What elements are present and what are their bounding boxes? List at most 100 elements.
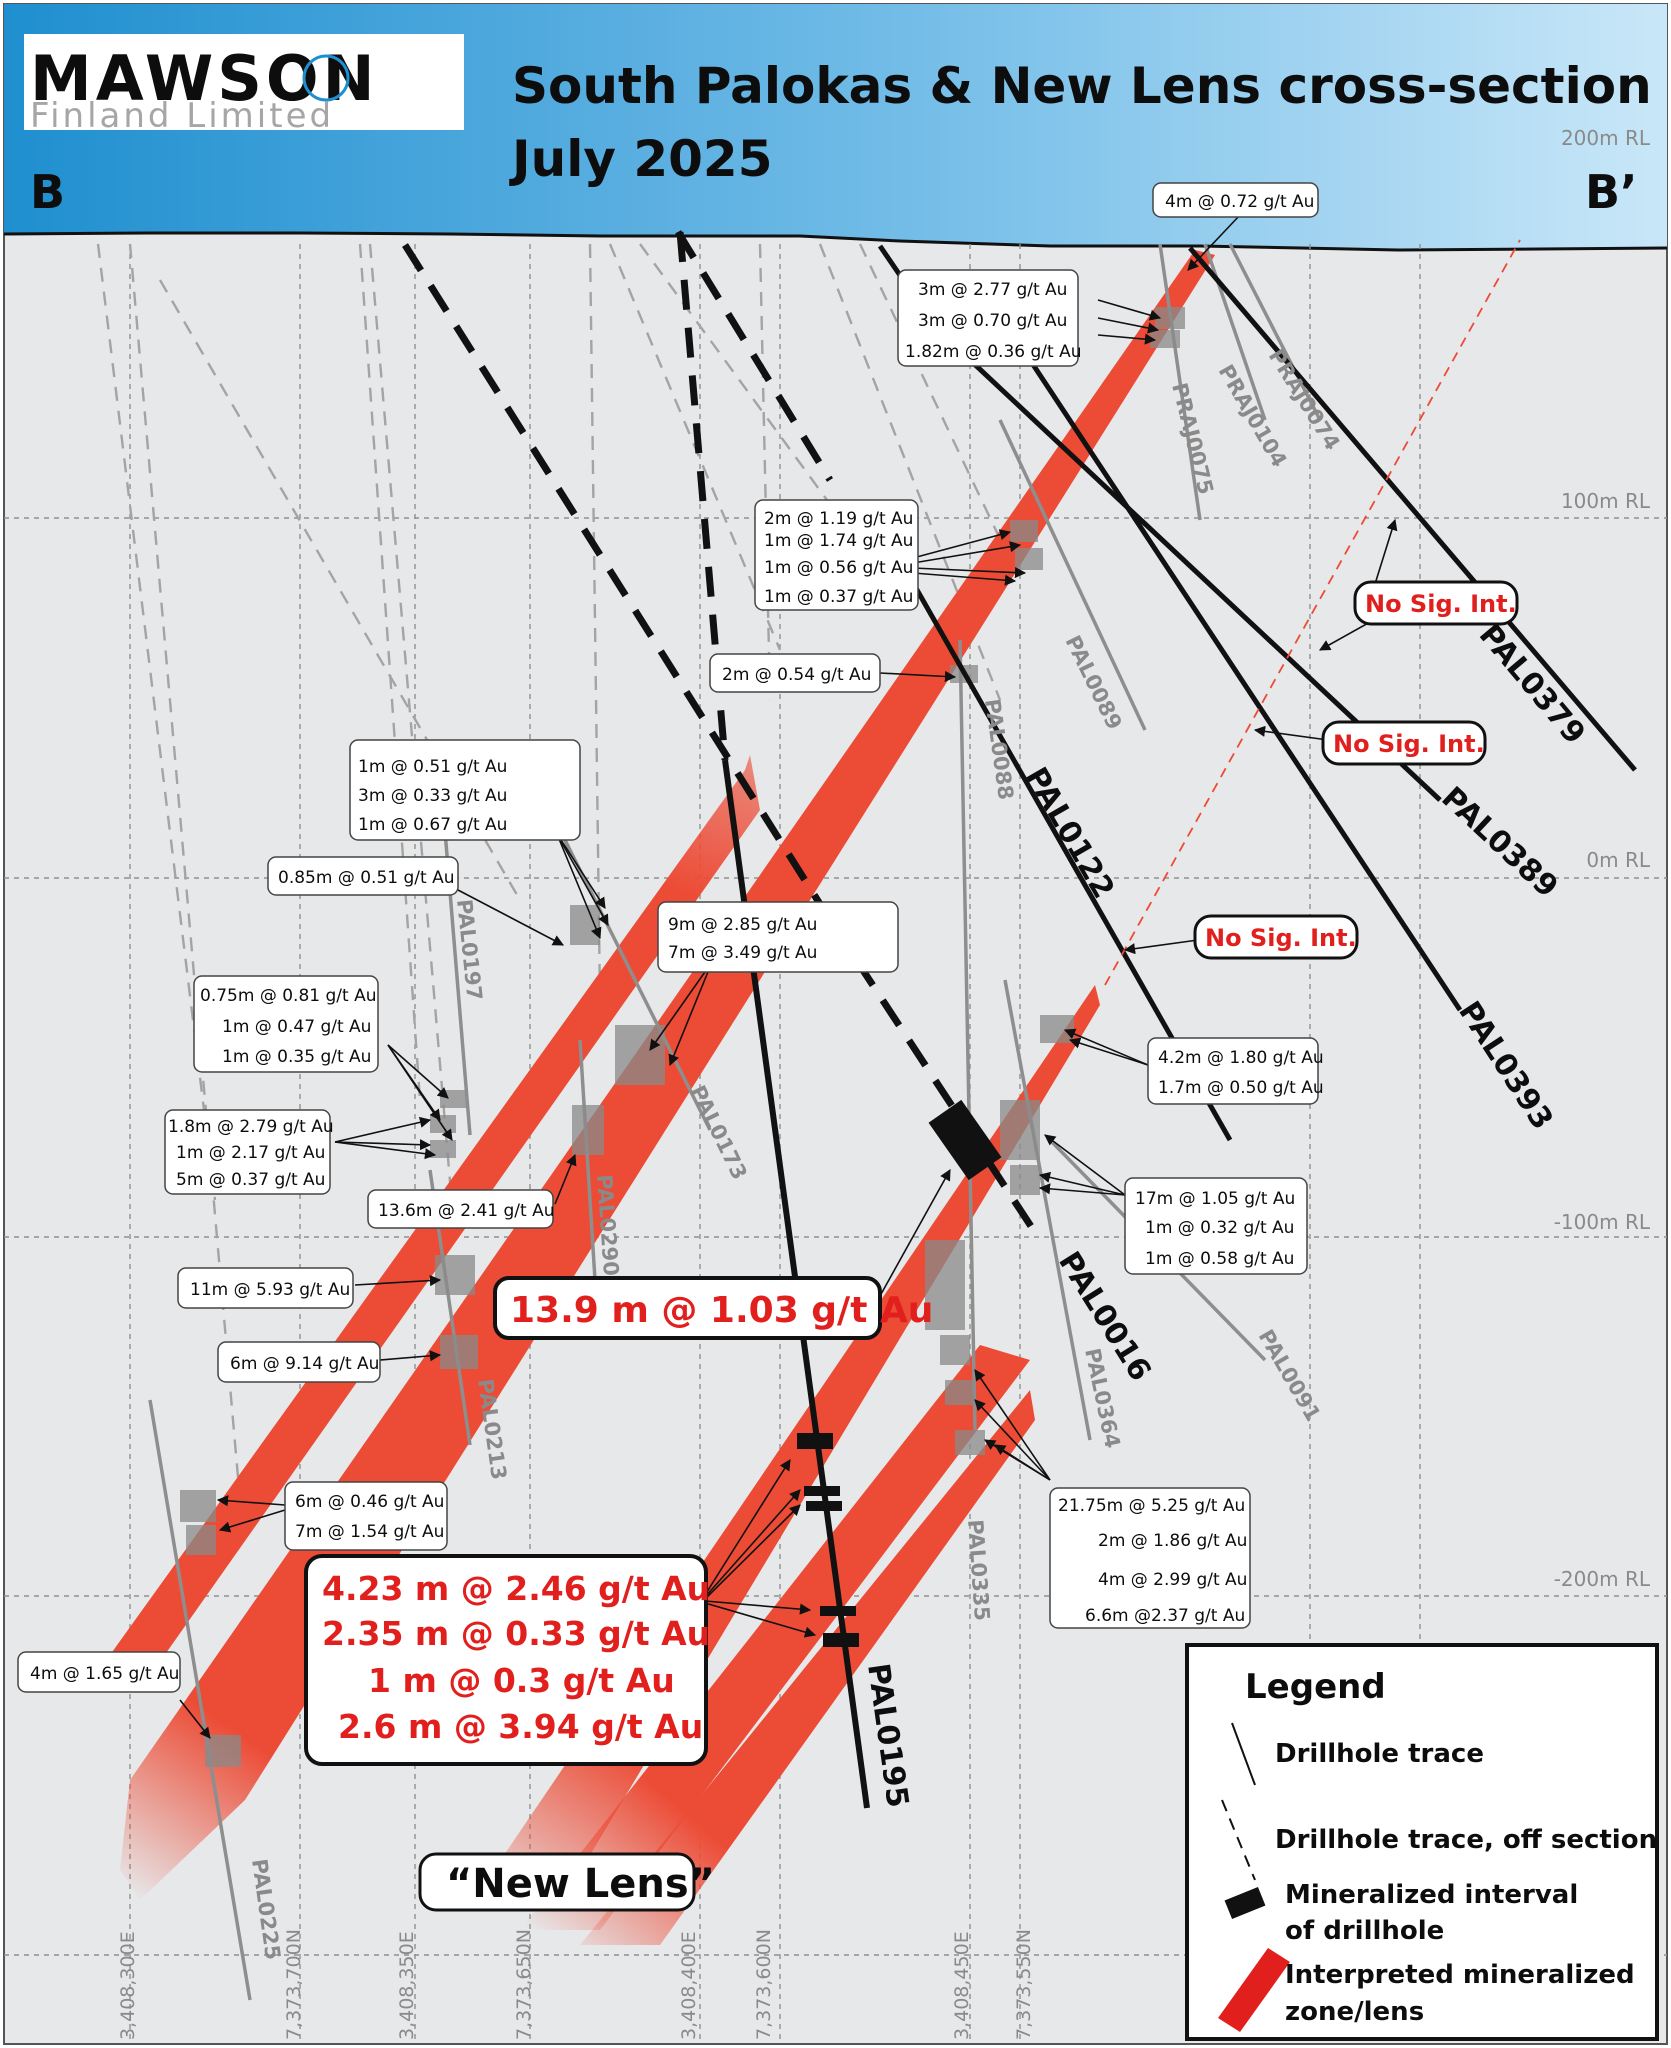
section-end-b: B — [30, 165, 65, 219]
svg-text:3m @ 0.70 g/t Au: 3m @ 0.70 g/t Au — [918, 311, 1067, 331]
callout-pal0173-intervals: 9m @ 2.85 g/t Au 7m @ 3.49 g/t Au — [657, 901, 899, 973]
svg-text:21.75m @ 5.25 g/t Au: 21.75m @ 5.25 g/t Au — [1058, 1496, 1245, 1516]
svg-text:17m @ 1.05 g/t Au: 17m @ 1.05 g/t Au — [1135, 1189, 1295, 1209]
grid-label-7373700n: 7,373,700N — [283, 1929, 305, 2040]
svg-text:1m @ 0.51 g/t Au: 1m @ 0.51 g/t Au — [358, 757, 507, 777]
highlight-callout-pal0195: 4.23 m @ 2.46 g/t Au 2.35 m @ 0.33 g/t A… — [304, 1554, 710, 1766]
new-lens-label: “New Lens” — [418, 1852, 715, 1912]
svg-text:4.23 m @ 2.46 g/t Au: 4.23 m @ 2.46 g/t Au — [322, 1569, 710, 1608]
black-intervals — [797, 1099, 1002, 1647]
grid-label-7373600n: 7,373,600N — [753, 1929, 775, 2040]
title-line2: July 2025 — [509, 130, 773, 188]
svg-text:No Sig. Int.: No Sig. Int. — [1205, 924, 1357, 952]
svg-text:0.75m @ 0.81 g/t Au: 0.75m @ 0.81 g/t Au — [200, 986, 376, 1006]
svg-text:1m @ 0.35 g/t Au: 1m @ 0.35 g/t Au — [222, 1047, 371, 1067]
callout-pal0016-lower: 17m @ 1.05 g/t Au 1m @ 0.32 g/t Au 1m @ … — [1124, 1177, 1308, 1275]
svg-text:6m @ 9.14 g/t Au: 6m @ 9.14 g/t Au — [230, 1354, 379, 1374]
svg-text:1m @ 2.17 g/t Au: 1m @ 2.17 g/t Au — [176, 1143, 325, 1163]
legend-title: Legend — [1245, 1667, 1386, 1707]
rl-label-0: 0m RL — [1586, 848, 1650, 872]
callout-4m-165: 4m @ 1.65 g/t Au — [17, 1651, 181, 1693]
grid-label-3408400e: 3,408,400E — [678, 1931, 700, 2040]
svg-text:No Sig. Int.: No Sig. Int. — [1365, 590, 1517, 618]
grey-intervals — [180, 307, 1185, 1767]
grid-label-3408450e: 3,408,450E — [951, 1931, 973, 2040]
rl-label-minus-100: -100m RL — [1554, 1210, 1651, 1234]
callout-2m-054: 2m @ 0.54 g/t Au — [709, 653, 881, 693]
logo-main-text: MAWSON — [30, 42, 379, 115]
callout-136m-241: 13.6m @ 2.41 g/t Au — [367, 1189, 554, 1229]
svg-text:2m @ 1.19 g/t Au: 2m @ 1.19 g/t Au — [764, 509, 913, 529]
svg-text:“New Lens”: “New Lens” — [446, 1861, 715, 1907]
svg-text:1m @ 0.32 g/t Au: 1m @ 0.32 g/t Au — [1145, 1218, 1294, 1238]
grid-label-7373650n: 7,373,650N — [513, 1929, 535, 2040]
svg-text:7m @ 3.49 g/t Au: 7m @ 3.49 g/t Au — [668, 943, 817, 963]
svg-text:1.82m @ 0.36 g/t Au: 1.82m @ 0.36 g/t Au — [905, 342, 1081, 362]
svg-text:5m @ 0.37 g/t Au: 5m @ 0.37 g/t Au — [176, 1170, 325, 1190]
leader-arrows — [179, 214, 1398, 1739]
svg-text:13.6m @ 2.41 g/t Au: 13.6m @ 2.41 g/t Au — [378, 1201, 554, 1221]
logo-background — [24, 34, 464, 130]
legend-item-drillhole-off-section: Drillhole trace, off section — [1275, 1825, 1657, 1855]
callout-pal0197-upper: 1m @ 0.51 g/t Au 3m @ 0.33 g/t Au 1m @ 0… — [349, 739, 581, 841]
callout-praj-intervals: 3m @ 2.77 g/t Au 3m @ 0.70 g/t Au 1.82m … — [897, 269, 1081, 367]
logo-compass-icon — [302, 54, 350, 102]
callout-6m-914: 6m @ 9.14 g/t Au — [217, 1341, 381, 1383]
highlight-callout-pal0016: 13.9 m @ 1.03 g/t Au — [493, 1276, 933, 1340]
svg-text:0.85m @ 0.51 g/t Au: 0.85m @ 0.51 g/t Au — [278, 868, 454, 888]
topographic-surface — [3, 231, 1668, 252]
zone-lower-2 — [520, 1345, 1030, 1930]
svg-text:4m @ 0.72 g/t Au: 4m @ 0.72 g/t Au — [1165, 192, 1314, 212]
rl-label-minus-200: -200m RL — [1554, 1567, 1651, 1591]
legend: Legend Drillhole trace Drillhole trace, … — [1185, 1643, 1659, 2041]
svg-text:7m @ 1.54 g/t Au: 7m @ 1.54 g/t Au — [295, 1522, 444, 1542]
no-sig-int-pal0389: No Sig. Int. — [1321, 720, 1487, 766]
svg-text:1m @ 1.74 g/t Au: 1m @ 1.74 g/t Au — [764, 531, 913, 551]
svg-text:1m @ 0.37 g/t Au: 1m @ 0.37 g/t Au — [764, 587, 913, 607]
grid-label-3408350e: 3,408,350E — [396, 1931, 418, 2040]
svg-text:3m @ 2.77 g/t Au: 3m @ 2.77 g/t Au — [918, 280, 1067, 300]
svg-text:4m @ 1.65 g/t Au: 4m @ 1.65 g/t Au — [30, 1664, 179, 1684]
rl-labels: 200m RL 100m RL 0m RL -100m RL -200m RL — [1554, 126, 1651, 1591]
legend-item-interpreted-zone: Interpreted mineralized — [1285, 1960, 1635, 1990]
svg-text:1 m @ 0.3 g/t Au: 1 m @ 0.3 g/t Au — [368, 1661, 675, 1700]
grid-label-7373550n: 7,373,550N — [1013, 1929, 1035, 2040]
title-line1: South Palokas & New Lens cross-section — [512, 57, 1652, 115]
callout-pal0089-intervals: 2m @ 1.19 g/t Au 1m @ 1.74 g/t Au 1m @ 0… — [754, 499, 919, 611]
callout-pal0225-upper: 6m @ 0.46 g/t Au 7m @ 1.54 g/t Au — [284, 1481, 448, 1551]
legend-zone-icon — [1218, 1948, 1290, 2032]
callout-pal0197-lower: 0.75m @ 0.81 g/t Au 1m @ 0.47 g/t Au 1m … — [193, 975, 379, 1073]
svg-text:11m @ 5.93 g/t Au: 11m @ 5.93 g/t Au — [190, 1280, 350, 1300]
svg-text:1m @ 0.47 g/t Au: 1m @ 0.47 g/t Au — [222, 1017, 371, 1037]
svg-text:1m @ 0.56 g/t Au: 1m @ 0.56 g/t Au — [764, 558, 913, 578]
svg-text:6.6m @2.37 g/t Au: 6.6m @2.37 g/t Au — [1085, 1606, 1245, 1626]
svg-text:13.9 m @ 1.03 g/t Au: 13.9 m @ 1.03 g/t Au — [510, 1290, 933, 1331]
svg-text:2m @ 1.86 g/t Au: 2m @ 1.86 g/t Au — [1098, 1531, 1247, 1551]
callout-4m-072: 4m @ 0.72 g/t Au — [1152, 182, 1319, 218]
svg-text:9m @ 2.85 g/t Au: 9m @ 2.85 g/t Au — [668, 915, 817, 935]
svg-text:2m @ 0.54 g/t Au: 2m @ 0.54 g/t Au — [722, 665, 871, 685]
section-end-b-prime: B’ — [1585, 165, 1638, 219]
svg-text:2.6 m @ 3.94 g/t Au: 2.6 m @ 3.94 g/t Au — [338, 1707, 703, 1746]
callout-085m-051: 0.85m @ 0.51 g/t Au — [267, 856, 459, 896]
svg-text:1m @ 0.58 g/t Au: 1m @ 0.58 g/t Au — [1145, 1249, 1294, 1269]
legend-interval-icon — [1224, 1886, 1266, 1920]
callout-pal0016-upper: 4.2m @ 1.80 g/t Au 1.7m @ 0.50 g/t Au — [1147, 1037, 1324, 1105]
interpreted-zone-extension — [1104, 239, 1521, 986]
intercept-callouts: 4m @ 0.72 g/t Au 3m @ 2.77 g/t Au 3m @ 0… — [17, 182, 1324, 1693]
legend-item-zone-lens: zone/lens — [1285, 1997, 1424, 2027]
svg-text:1.8m @ 2.79 g/t Au: 1.8m @ 2.79 g/t Au — [168, 1117, 334, 1137]
grid-label-3408300e: 3,408,300E — [117, 1931, 139, 2040]
no-significant-intercepts: No Sig. Int. No Sig. Int. No Sig. Int. — [1193, 580, 1519, 960]
no-sig-int-pal0393: No Sig. Int. — [1193, 914, 1359, 960]
rl-label-200: 200m RL — [1561, 126, 1651, 150]
legend-dashed-trace-icon — [1221, 1799, 1256, 1881]
zone-lower-3 — [580, 1390, 1035, 1945]
legend-solid-trace-icon — [1231, 1722, 1256, 1786]
callout-pal0213-upper: 1.8m @ 2.79 g/t Au 1m @ 2.17 g/t Au 5m @… — [164, 1109, 334, 1195]
rl-label-100: 100m RL — [1561, 489, 1651, 513]
logo-sub-text: Finland Limited — [30, 96, 334, 136]
logo: MAWSON Finland Limited — [24, 34, 464, 136]
callout-11m-593: 11m @ 5.93 g/t Au — [177, 1267, 354, 1309]
